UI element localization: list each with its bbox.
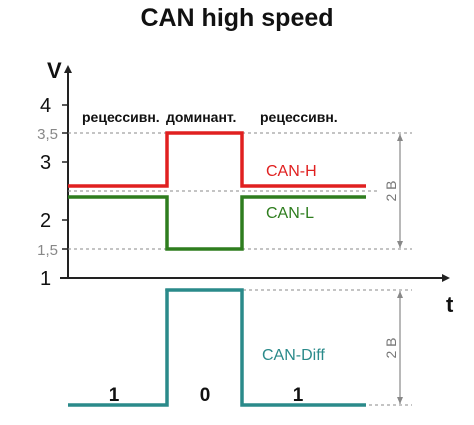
can-h-trace xyxy=(68,131,366,188)
dimension-upper-label: 2 В xyxy=(383,180,399,201)
can-diff-label: CAN-Diff xyxy=(262,347,325,364)
state-label-dominant: доминант. xyxy=(166,109,236,125)
state-label-recessive-left: рецессивн. xyxy=(82,109,160,125)
bit-label-0: 0 xyxy=(200,385,211,406)
tick-label-1: 1 xyxy=(40,268,51,290)
t-axis-label: t xyxy=(446,292,454,317)
can-h-label: CAN-H xyxy=(266,163,317,180)
tick-label-3: 3 xyxy=(40,152,51,174)
can-l-label: CAN-L xyxy=(266,205,314,222)
tick-label-2: 2 xyxy=(40,210,51,232)
diagram-title: CAN high speed xyxy=(140,4,333,32)
tick-label-1-5: 1,5 xyxy=(37,242,58,259)
tick-label-4: 4 xyxy=(40,95,51,117)
v-axis-label: V xyxy=(47,58,62,83)
can-l-trace xyxy=(68,195,366,251)
bit-label-1-right: 1 xyxy=(293,385,304,406)
tick-label-3-5: 3,5 xyxy=(37,126,58,143)
dimension-lower-label: 2 В xyxy=(383,337,399,358)
state-label-recessive-right: рецессивн. xyxy=(260,109,338,125)
bit-label-1: 1 xyxy=(109,385,120,406)
can-diff-trace xyxy=(68,288,366,407)
